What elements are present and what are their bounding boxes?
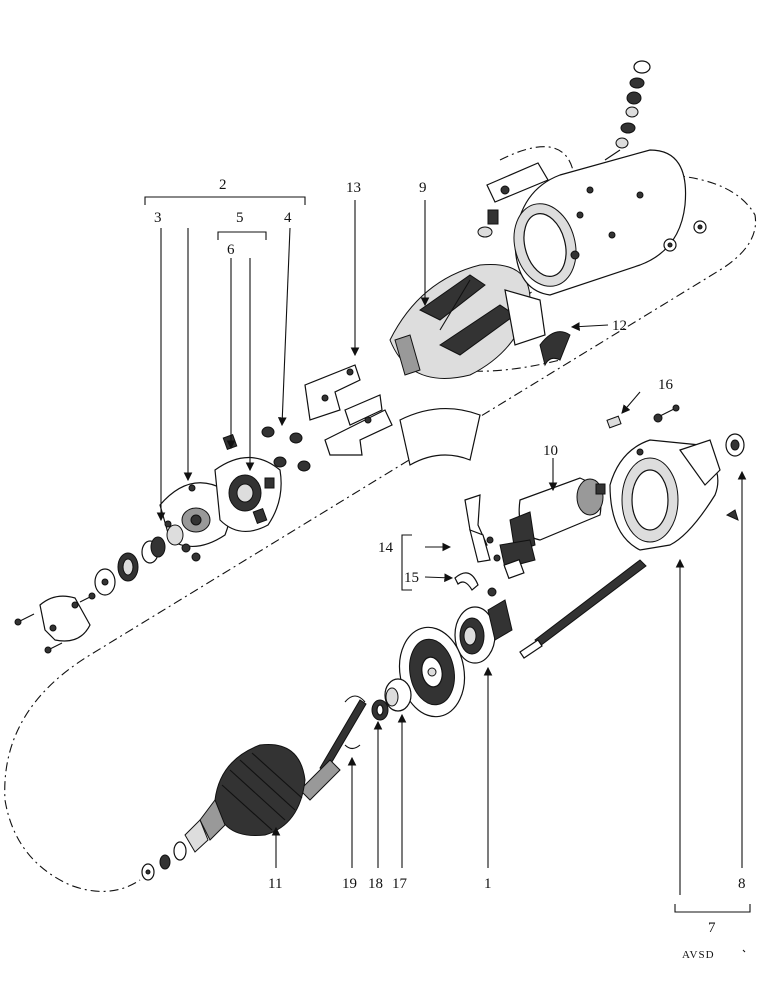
brush-springs (261, 426, 311, 472)
intermediate-bracket (398, 626, 466, 718)
label-10: 10 (543, 443, 558, 459)
lever-pin (454, 572, 479, 591)
group-bracket-2 (144, 196, 306, 205)
assembly-outline (4, 174, 757, 892)
label-7: 7 (708, 920, 716, 936)
group-bracket-7 (674, 904, 751, 913)
terminal-nuts-washers (477, 60, 651, 238)
drive-shaft (519, 559, 647, 659)
thrust-washers-left (94, 536, 166, 596)
label-16: 16 (658, 377, 674, 393)
field-coils (389, 263, 546, 379)
group-bracket-14-15 (401, 534, 412, 591)
label-8: 8 (738, 876, 746, 892)
label-3: 3 (154, 210, 162, 226)
label-2: 2 (219, 177, 227, 193)
pole-shoe-upper (304, 364, 361, 421)
washer-18 (371, 699, 389, 721)
circlip-19 (344, 695, 366, 750)
bracket-screws-16 (606, 404, 680, 429)
label-1: 1 (484, 876, 492, 892)
label-5: 5 (236, 210, 244, 226)
yoke-body (513, 149, 687, 296)
screw-set-left (14, 592, 96, 654)
leader-lines (156, 200, 747, 895)
solenoid (499, 477, 606, 580)
label-18: 18 (368, 876, 383, 892)
label-14: 14 (378, 540, 394, 556)
group-bracket-5 (217, 231, 267, 240)
pole-shoe-lower (324, 394, 393, 456)
pole-shoe-guide (449, 146, 576, 361)
drive-end-bracket (609, 439, 721, 551)
figure-code: AVSD (682, 949, 715, 961)
brush-holder-plate (214, 434, 282, 532)
label-15: 15 (404, 570, 419, 586)
pinion-drive (454, 587, 513, 664)
armature (141, 699, 367, 881)
field-lead (539, 331, 571, 367)
bush-17 (384, 678, 412, 712)
label-17: 17 (392, 876, 408, 892)
label-13: 13 (346, 180, 361, 196)
label-6: 6 (227, 242, 235, 258)
label-19: 19 (342, 876, 357, 892)
engaging-lever (464, 494, 501, 563)
label-4: 4 (284, 210, 292, 226)
label-9: 9 (419, 180, 427, 196)
bracket-bush-8 (725, 433, 745, 521)
yoke-screws (663, 220, 707, 252)
end-cover-cap (39, 595, 91, 642)
bracket-bush (164, 520, 201, 562)
label-11: 11 (268, 876, 282, 892)
pole-shoe-curved (399, 408, 481, 466)
stray-mark (742, 949, 746, 953)
label-12: 12 (612, 318, 627, 334)
terminal-insulator (486, 162, 549, 203)
